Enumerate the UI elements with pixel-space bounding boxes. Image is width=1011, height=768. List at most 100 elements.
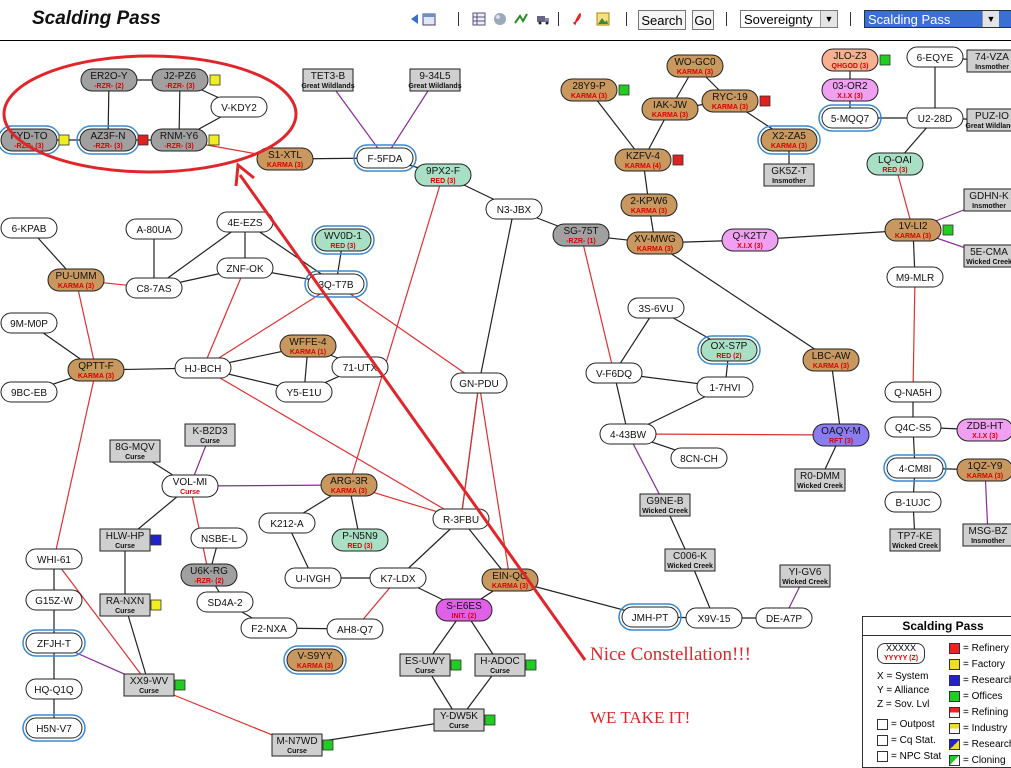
system-node[interactable]: H5N-V7: [22, 714, 86, 742]
system-node[interactable]: AH8-Q7: [326, 618, 384, 640]
search-button[interactable]: Search: [638, 10, 686, 30]
image-icon[interactable]: [596, 12, 610, 26]
system-node[interactable]: G15Z-W: [25, 589, 83, 611]
back-arrow-icon[interactable]: [408, 12, 422, 26]
system-node[interactable]: ZDB-HTX.I.X (3): [956, 418, 1011, 442]
system-node[interactable]: AZ3F-N-RZR- (3): [76, 125, 149, 155]
system-node[interactable]: Q4C-S5: [884, 416, 942, 438]
system-node[interactable]: K212-A: [258, 512, 316, 534]
system-node[interactable]: HJ-BCH: [174, 357, 232, 379]
system-node[interactable]: M9-MLR: [886, 266, 944, 288]
system-node[interactable]: C8-7AS: [125, 277, 183, 299]
system-node[interactable]: 3Q-T7B: [304, 270, 368, 298]
system-node[interactable]: V-F6DQ: [585, 362, 643, 384]
system-node[interactable]: DE-A7P: [755, 607, 813, 629]
system-node[interactable]: NSBE-L: [190, 527, 248, 549]
pdf-icon[interactable]: [572, 12, 586, 26]
chevron-down-icon[interactable]: ▼: [982, 11, 999, 27]
system-node[interactable]: 1-7HVI: [696, 376, 754, 398]
system-node[interactable]: R-3FBU: [432, 508, 490, 530]
system-node[interactable]: 6-KPAB: [0, 217, 58, 239]
system-node[interactable]: U6K-RG-RZR- (2): [180, 563, 238, 587]
system-node[interactable]: F-5FDA: [353, 144, 417, 172]
globe-icon[interactable]: [493, 12, 507, 26]
system-node[interactable]: Q-NA5H: [884, 381, 942, 403]
go-button[interactable]: Go: [692, 10, 714, 30]
system-node[interactable]: ZFJH-T: [22, 629, 86, 657]
system-node[interactable]: ER2O-Y-RZR- (2): [80, 68, 138, 92]
system-node[interactable]: SD4A-2: [196, 591, 254, 613]
system-node[interactable]: JMH-PT: [618, 603, 682, 631]
system-node[interactable]: 4-CM8I: [883, 454, 947, 482]
filter-select[interactable]: Sovereignty ▼: [740, 10, 838, 28]
system-node[interactable]: K7-LDX: [369, 567, 427, 589]
system-node[interactable]: 9BC-EB: [0, 381, 58, 403]
system-node[interactable]: F2-NXA: [240, 617, 298, 639]
system-node[interactable]: 9M-M0P: [0, 312, 58, 334]
system-node[interactable]: 4E-EZS: [216, 211, 274, 233]
system-node[interactable]: 71-UTX: [331, 356, 389, 378]
region-select[interactable]: Scalding Pass ▼: [864, 10, 1011, 28]
system-node[interactable]: HQ-Q1Q: [25, 678, 83, 700]
system-node[interactable]: X9V-15: [685, 607, 743, 629]
system-node[interactable]: U2-28D: [906, 107, 964, 129]
system-node[interactable]: RNM-Y6-RZR- (3): [150, 128, 220, 152]
system-node[interactable]: B-1UJC: [884, 491, 942, 513]
system-node[interactable]: J2-PZ6-RZR- (3): [151, 68, 221, 92]
route-icon[interactable]: [514, 12, 528, 26]
system-node[interactable]: U-IVGH: [284, 567, 342, 589]
system-node[interactable]: ZNF-OK: [216, 257, 274, 279]
calendar-icon[interactable]: [422, 12, 436, 26]
truck-icon[interactable]: [536, 12, 550, 26]
table-icon[interactable]: [472, 12, 486, 26]
system-node[interactable]: 4-43BW: [599, 423, 657, 445]
system-node[interactable]: WHI-61: [25, 548, 83, 570]
system-node[interactable]: SG-75T-RZR- (1): [552, 223, 610, 247]
